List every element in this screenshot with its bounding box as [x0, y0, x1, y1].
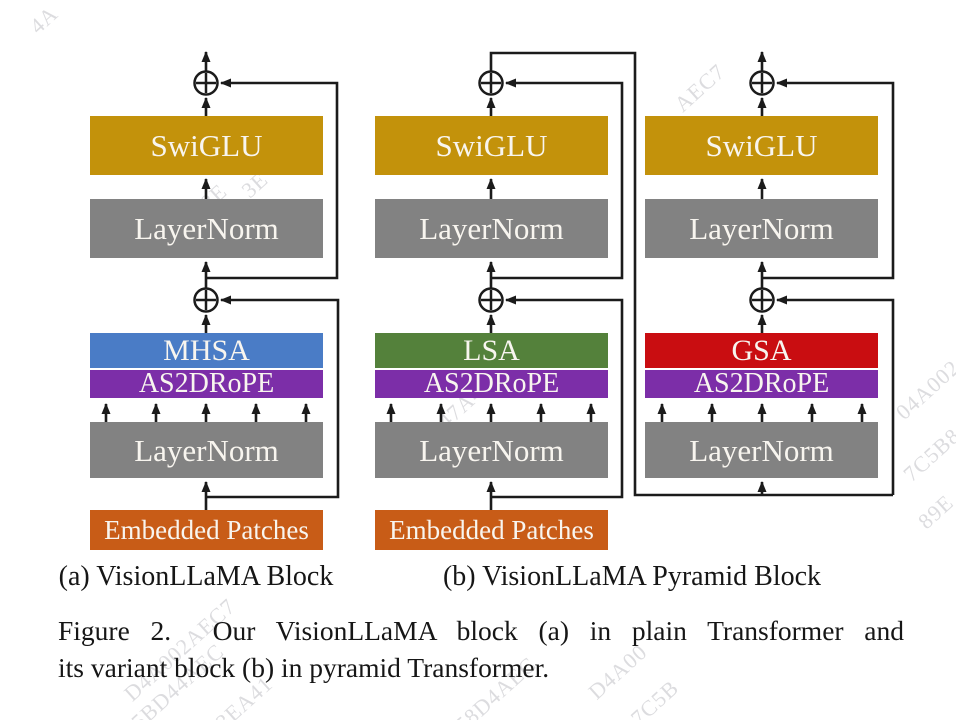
- add-icon: [478, 287, 504, 313]
- layernorm-lower-box-a: LayerNorm: [90, 422, 323, 478]
- layernorm-lower-box-b1: LayerNorm: [375, 422, 608, 478]
- lsa-box: LSA: [375, 333, 608, 368]
- add-operator-icons: [193, 70, 775, 313]
- figure-caption-line2: its variant block (b) in pyramid Transfo…: [58, 652, 550, 683]
- mhsa-box: MHSA: [90, 333, 323, 368]
- layernorm-upper-box-b2: LayerNorm: [645, 199, 878, 258]
- add-icon: [749, 287, 775, 313]
- rope-box-b1: AS2DRoPE: [375, 370, 608, 398]
- gsa-box: GSA: [645, 333, 878, 368]
- swiglu-box-b1: SwiGLU: [375, 116, 608, 175]
- add-icon: [193, 70, 219, 96]
- figure-caption-line1: Figure 2. Our VisionLLaMA block (a) in p…: [58, 615, 904, 646]
- add-icon: [193, 287, 219, 313]
- caption-b: (b) VisionLLaMA Pyramid Block: [442, 561, 822, 592]
- caption-a: (a) VisionLLaMA Block: [58, 561, 334, 592]
- add-icon: [749, 70, 775, 96]
- embedded-patches-box-b: Embedded Patches: [375, 510, 608, 550]
- rope-box-b2: AS2DRoPE: [645, 370, 878, 398]
- add-icon: [478, 70, 504, 96]
- rope-box-a: AS2DRoPE: [90, 370, 323, 398]
- embedded-patches-box-a: Embedded Patches: [90, 510, 323, 550]
- layernorm-upper-box-a: LayerNorm: [90, 199, 323, 258]
- swiglu-box-b2: SwiGLU: [645, 116, 878, 175]
- swiglu-box-a: SwiGLU: [90, 116, 323, 175]
- layernorm-upper-box-b1: LayerNorm: [375, 199, 608, 258]
- figure-caption: Figure 2. Our VisionLLaMA block (a) in p…: [58, 612, 904, 686]
- layernorm-lower-box-b2: LayerNorm: [645, 422, 878, 478]
